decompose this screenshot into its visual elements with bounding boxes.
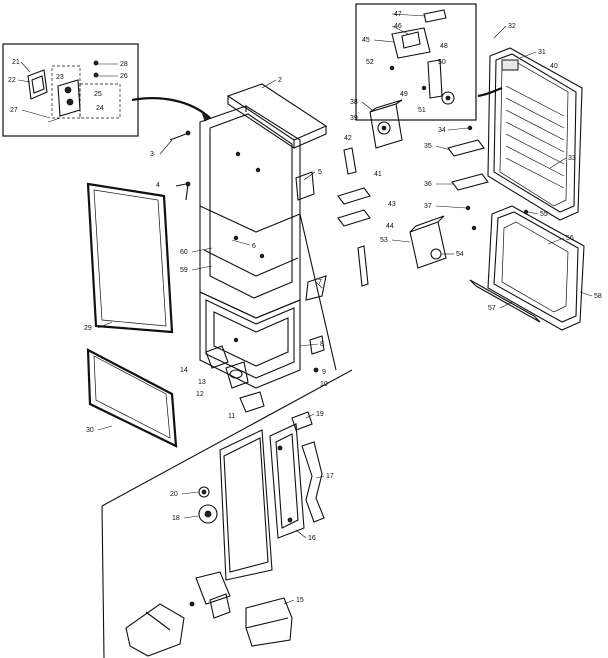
callout-58: 58 <box>594 293 602 300</box>
callout-25: 25 <box>94 91 102 98</box>
callout-15: 15 <box>296 597 304 604</box>
callout-12: 12 <box>196 391 204 398</box>
door-gaskets <box>86 182 178 448</box>
callout-20: 20 <box>170 491 178 498</box>
callout-51: 51 <box>418 107 426 114</box>
callout-48: 48 <box>440 43 448 50</box>
callout-2: 2 <box>278 77 282 84</box>
freezer-door-liner <box>487 47 583 221</box>
callout-36: 36 <box>424 181 432 188</box>
callout-18: 18 <box>172 515 180 522</box>
callout-23: 23 <box>56 74 64 81</box>
callout-32a: 32 <box>508 23 516 30</box>
callout-16: 16 <box>308 535 316 542</box>
callout-labels: 21 22 27 23 28 26 25 24 2 3 4 5 6 60 59 … <box>8 11 602 604</box>
fresh-food-door-liner <box>469 205 585 331</box>
callout-60: 60 <box>180 249 188 256</box>
callout-22: 22 <box>8 77 16 84</box>
callout-10: 10 <box>320 381 328 388</box>
callout-9: 9 <box>322 369 326 376</box>
callout-52: 52 <box>366 59 374 66</box>
callout-53: 53 <box>380 237 388 244</box>
callout-49: 49 <box>400 91 408 98</box>
callout-59: 59 <box>180 267 188 274</box>
callout-57: 57 <box>488 305 496 312</box>
callout-13: 13 <box>198 379 206 386</box>
callout-38: 38 <box>350 99 358 106</box>
callout-27: 27 <box>10 107 18 114</box>
callout-31: 31 <box>538 49 546 56</box>
callout-54: 54 <box>456 251 464 258</box>
callout-40: 40 <box>550 63 558 70</box>
lower-door-assembly <box>125 411 325 657</box>
callout-7: 7 <box>318 279 322 286</box>
callout-3: 3 <box>150 151 154 158</box>
control-components <box>337 99 529 287</box>
callout-44: 44 <box>386 223 394 230</box>
callout-28: 28 <box>120 61 128 68</box>
callout-29: 29 <box>84 325 92 332</box>
inset-damper-detail <box>355 3 503 121</box>
leader-lines <box>17 13 593 605</box>
callout-56: 56 <box>566 235 574 242</box>
callout-55: 55 <box>540 211 548 218</box>
callout-26: 26 <box>120 73 128 80</box>
callout-46: 46 <box>394 23 402 30</box>
callout-11: 11 <box>228 413 235 420</box>
callout-34: 34 <box>438 127 446 134</box>
callout-4: 4 <box>156 182 160 189</box>
callout-45: 45 <box>362 37 370 44</box>
callout-30: 30 <box>86 427 94 434</box>
callout-8: 8 <box>320 341 324 348</box>
callout-50: 50 <box>438 59 446 66</box>
callout-39: 39 <box>350 115 358 122</box>
callout-17: 17 <box>326 473 334 480</box>
callout-14: 14 <box>180 367 188 374</box>
callout-19: 19 <box>316 411 324 418</box>
callout-43: 43 <box>388 201 396 208</box>
cabinet-assembly <box>169 83 328 413</box>
callout-41a: 41 <box>374 171 382 178</box>
section-divider <box>101 369 353 507</box>
callout-35: 35 <box>424 143 432 150</box>
callout-42a: 42 <box>344 135 352 142</box>
callout-21: 21 <box>12 59 20 66</box>
section-divider-vertical <box>101 505 105 658</box>
callout-5: 5 <box>318 169 322 176</box>
inset-hinge-detail <box>2 43 211 137</box>
callout-24: 24 <box>96 105 104 112</box>
callout-37a: 37 <box>424 203 432 210</box>
callout-6a: 6 <box>252 243 256 250</box>
callout-33: 33 <box>568 155 576 162</box>
